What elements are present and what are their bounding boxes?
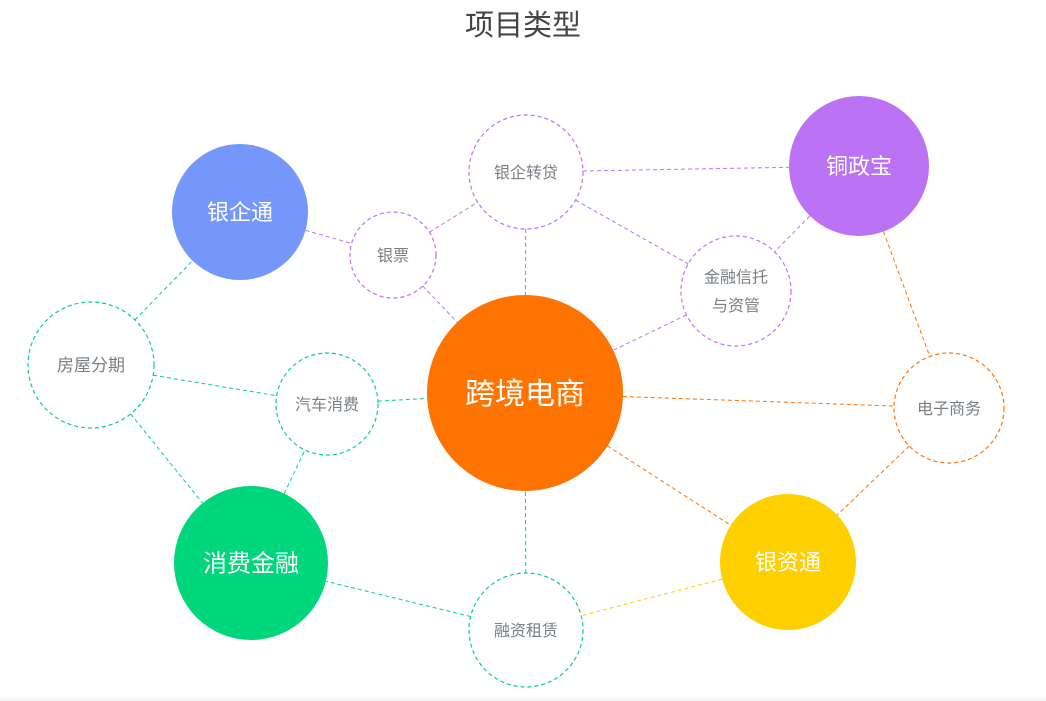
node-yp[interactable]: 银票: [349, 211, 437, 299]
node-circle: [680, 235, 792, 347]
link-yzt-rzzl: [581, 578, 723, 617]
node-yzt[interactable]: 银资通: [720, 494, 856, 630]
node-circle: [275, 352, 379, 456]
node-fwfq[interactable]: 房屋分期: [27, 301, 155, 429]
node-xfjr[interactable]: 消费金融: [174, 486, 328, 640]
node-circle: [174, 486, 328, 640]
node-label: 银资通: [755, 551, 821, 576]
bottom-shadow: [0, 695, 1046, 701]
node-label: 融资租赁: [494, 621, 558, 640]
node-yqzd[interactable]: 银企转贷: [468, 114, 584, 230]
node-label: 银票: [377, 246, 409, 265]
node-label: 铜政宝: [826, 155, 892, 180]
node-circle: [349, 211, 437, 299]
node-circle: [468, 114, 584, 230]
node-yqt[interactable]: 银企通: [172, 144, 308, 280]
link-yp-kjds: [422, 285, 458, 323]
node-circle: [427, 295, 623, 491]
node-label: 汽车消费: [295, 395, 359, 414]
link-rzzl-xfjr: [325, 580, 471, 617]
link-jrxt-kjds: [613, 314, 687, 351]
link-yqt-yp: [305, 229, 352, 244]
node-circle: [27, 301, 155, 429]
link-yp-yqzd: [429, 201, 478, 233]
node-label: 银企转贷: [494, 163, 558, 182]
node-label: 消费金融: [203, 550, 299, 578]
link-fwfq-yqt: [134, 260, 193, 321]
node-circle: [720, 494, 856, 630]
node-qcxf[interactable]: 汽车消费: [275, 352, 379, 456]
link-kjds-yzt: [607, 445, 732, 526]
node-label: 金融信托: [704, 267, 768, 286]
node-circle: [468, 572, 584, 688]
link-tzb-dzsw: [882, 231, 931, 357]
link-tzb-jrxt: [774, 215, 811, 253]
node-tzb[interactable]: 铜政宝: [789, 96, 929, 236]
link-qcxf-kjds: [377, 397, 428, 402]
node-circle: [789, 96, 929, 236]
node-kjds[interactable]: 跨境电商: [427, 295, 623, 491]
diagram-title: 项目类型: [464, 8, 581, 42]
node-label: 银企通: [207, 201, 273, 226]
node-circle: [893, 352, 1005, 464]
link-yqzd-tzb: [582, 166, 790, 172]
link-dzsw-yzt: [836, 445, 910, 516]
link-fwfq-qcxf: [153, 374, 277, 397]
node-label: 房屋分期: [57, 356, 125, 376]
node-label: 与资管: [712, 296, 760, 315]
links: [130, 166, 931, 617]
link-fwfq-xfjr: [130, 413, 203, 504]
link-kjds-dzsw: [622, 395, 895, 407]
node-dzsw[interactable]: 电子商务: [893, 352, 1005, 464]
link-xfjr-qcxf: [283, 449, 306, 494]
link-yqzd-jrxt: [575, 199, 689, 265]
node-label: 跨境电商: [465, 377, 585, 412]
node-rzzl[interactable]: 融资租赁: [468, 572, 584, 688]
node-label: 电子商务: [917, 399, 981, 418]
node-circle: [172, 144, 308, 280]
